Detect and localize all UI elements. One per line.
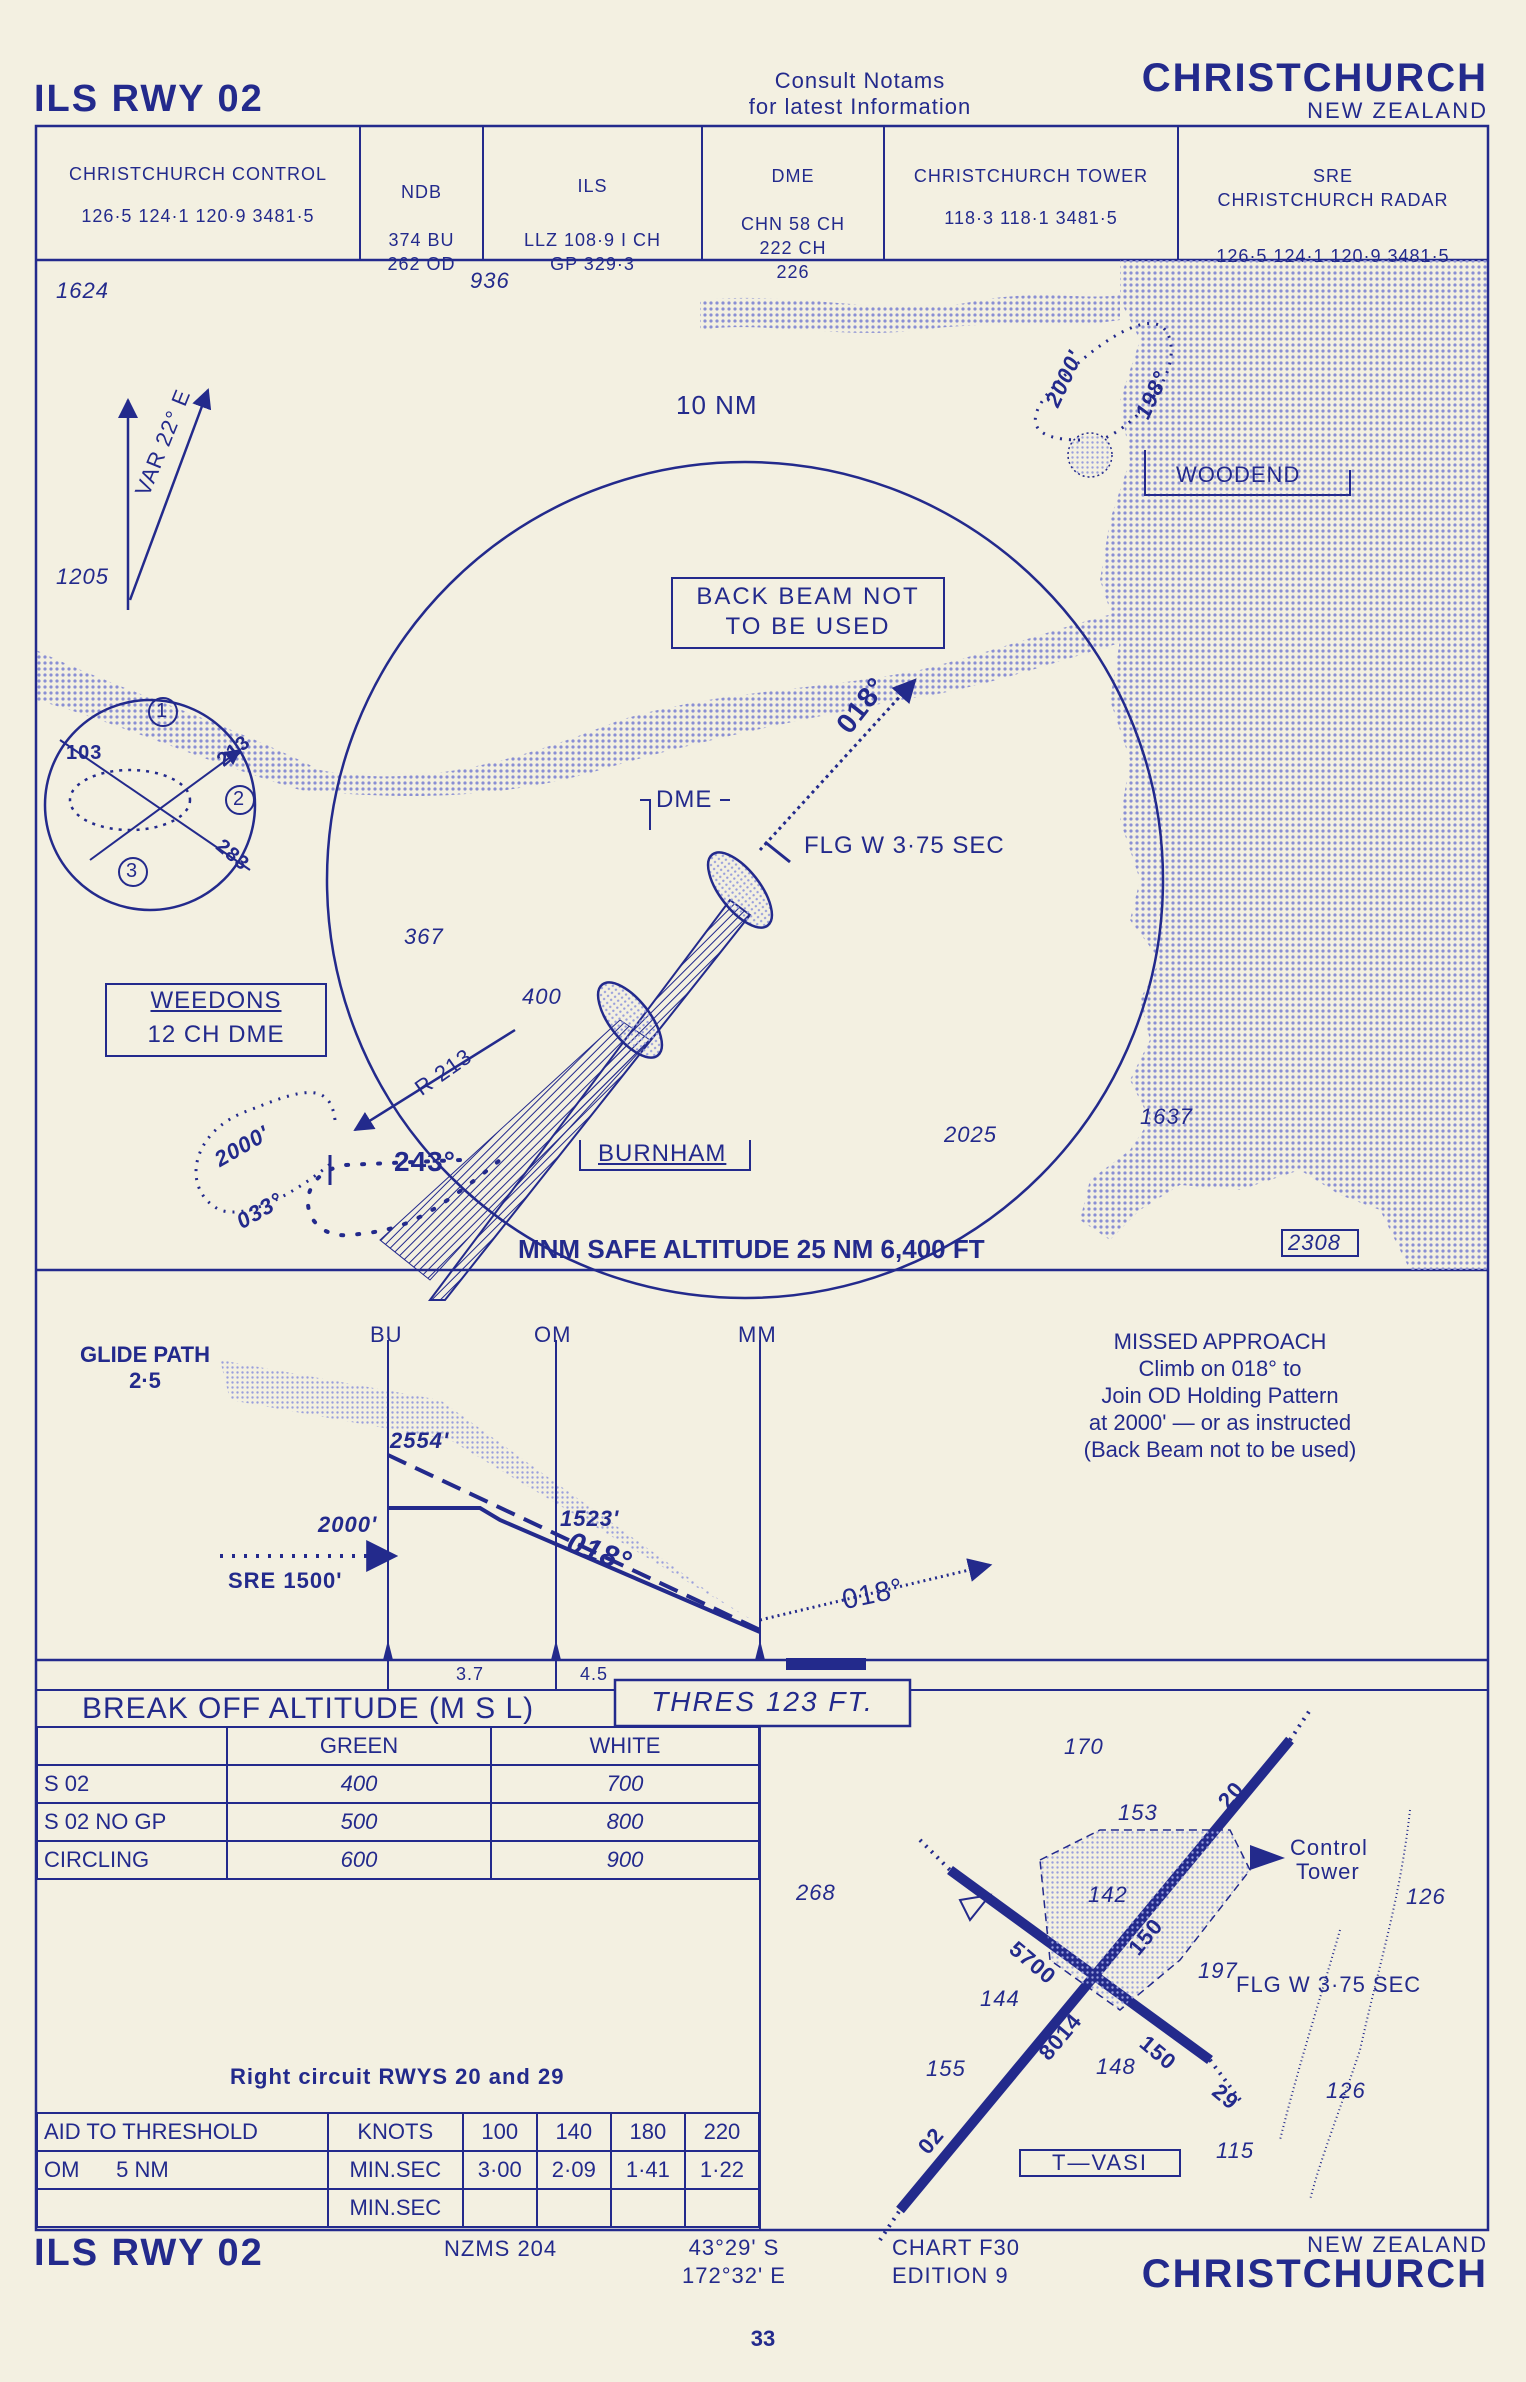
ad-spot-153: 153	[1118, 1800, 1158, 1825]
flg-light-ad: FLG W 3·75 SEC	[1236, 1972, 1422, 1997]
footer-coords: 43°29' S 172°32' E	[682, 2235, 786, 2288]
comm-control: CHRISTCHURCH CONTROL 126·5 124·1 120·9 3…	[69, 164, 327, 226]
weedons-hold-243: 243°	[394, 1146, 456, 1177]
country-name: NEW ZEALAND	[1307, 98, 1488, 123]
notams-note: Consult Notams for latest Information	[748, 68, 972, 119]
ad-spot-144: 144	[980, 1986, 1020, 2011]
spot-height-400: 400	[522, 984, 562, 1009]
entry-2-marker: 2	[233, 788, 246, 810]
minima-row: CIRCLING 600 900	[36, 1840, 760, 1880]
spot-height-2308: 2308	[1288, 1230, 1341, 1255]
footer-airport: CHRISTCHURCH	[1141, 2252, 1488, 2296]
ad-spot-268: 268	[796, 1880, 836, 1905]
spot-height-936: 936	[470, 268, 510, 293]
glide-path-label: GLIDE PATH 2·5	[80, 1342, 210, 1393]
ring-10nm-label: 10 NM	[676, 390, 758, 420]
minima-table: GREEN WHITE S 02 400 700 S 02 NO GP 500 …	[36, 1726, 760, 1880]
airport-name: CHRISTCHURCH	[1141, 56, 1488, 100]
spot-height-367: 367	[404, 924, 444, 949]
procedure-title: ILS RWY 02	[34, 78, 264, 120]
timing-table: AID TO THRESHOLD KNOTS 100 140 180 220 O…	[36, 2112, 761, 2228]
entry-1-marker: 1	[156, 700, 169, 722]
ad-spot-126-south: 126	[1326, 2078, 1366, 2103]
footer-chart-info: CHART F30 EDITION 9	[892, 2235, 1021, 2288]
comm-radar: SRE CHRISTCHURCH RADAR 126·5 124·1 120·9…	[1216, 166, 1450, 266]
msa-note: MNM SAFE ALTITUDE 25 NM 6,400 FT	[518, 1234, 985, 1264]
break-off-title: BREAK OFF ALTITUDE (M S L)	[82, 1692, 535, 1725]
comm-dme: DME CHN 58 CH 222 CH 226	[740, 166, 846, 282]
minima-header-row: GREEN WHITE	[36, 1726, 760, 1766]
spot-height-1637: 1637	[1140, 1104, 1193, 1129]
burnham-fix: BURNHAM	[598, 1140, 727, 1167]
ad-spot-197: 197	[1198, 1958, 1238, 1983]
ad-spot-142: 142	[1088, 1882, 1128, 1907]
page-number: 33	[750, 2326, 776, 2351]
comm-ndb: NDB 374 BU 262 OD	[387, 182, 456, 274]
entry-3-marker: 3	[126, 860, 139, 882]
ad-spot-126-north: 126	[1406, 1884, 1446, 1909]
minima-row: S 02 NO GP 500 800	[36, 1802, 760, 1842]
footer-country: NEW ZEALAND	[1307, 2232, 1488, 2257]
circuit-note: Right circuit RWYS 20 and 29	[230, 2064, 565, 2089]
ad-spot-155: 155	[926, 2056, 966, 2081]
back-beam-note: BACK BEAM NOT TO BE USED	[696, 583, 920, 640]
alt-2554: 2554'	[390, 1428, 450, 1453]
flg-light-plan: FLG W 3·75 SEC	[804, 832, 1005, 859]
t-vasi-box: T—VASI	[1052, 2150, 1148, 2175]
spot-height-2025: 2025	[944, 1122, 997, 1147]
missed-approach-text: MISSED APPROACH Climb on 018° to Join OD…	[1083, 1329, 1357, 1462]
col-green: GREEN	[226, 1726, 492, 1766]
col-white: WHITE	[490, 1726, 760, 1766]
alt-2000: 2000'	[318, 1512, 378, 1537]
sre-1500: SRE 1500'	[228, 1568, 343, 1593]
minima-row: S 02 400 700	[36, 1764, 760, 1804]
comm-tower: CHRISTCHURCH TOWER 118·3 118·1 3481·5	[913, 166, 1149, 228]
spot-height-1624: 1624	[56, 278, 109, 303]
threshold-elevation: THRES 123 FT.	[651, 1686, 874, 1717]
dme-label: DME	[656, 786, 713, 813]
entry-sector-103: 103	[66, 742, 103, 764]
ad-spot-170: 170	[1064, 1734, 1104, 1759]
fix-bu: BU	[370, 1322, 403, 1347]
alt-1523: 1523'	[560, 1506, 620, 1531]
ad-spot-148: 148	[1096, 2054, 1136, 2079]
control-tower-label: Control Tower	[1290, 1835, 1368, 1884]
woodend-fix: WOODEND	[1176, 462, 1301, 487]
footer-nzms: NZMS 204	[444, 2236, 558, 2261]
fix-mm: MM	[738, 1322, 777, 1347]
comm-ils: ILS LLZ 108·9 I CH GP 329·3	[523, 176, 662, 274]
dist-3-7: 3.7	[456, 1664, 485, 1684]
spot-height-1205: 1205	[56, 564, 109, 589]
weedons-fix: WEEDONS 12 CH DME	[147, 987, 285, 1048]
ad-spot-115: 115	[1216, 2138, 1255, 2163]
dist-4-5: 4.5	[580, 1664, 609, 1684]
footer-procedure: ILS RWY 02	[34, 2232, 264, 2274]
fix-om: OM	[534, 1322, 572, 1347]
